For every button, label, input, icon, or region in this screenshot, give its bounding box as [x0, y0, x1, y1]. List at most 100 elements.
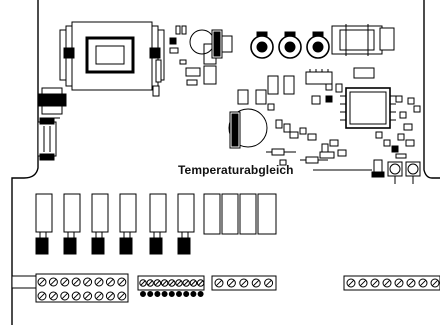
terminal-screw — [239, 278, 249, 288]
terminal-screw-slot — [147, 280, 153, 286]
terminal-screw — [105, 277, 115, 287]
terminal-screw — [37, 277, 47, 287]
terminal-screw — [71, 291, 81, 301]
terminal-screw-slot — [240, 279, 247, 287]
terminal-screw — [168, 279, 176, 287]
microcontroller — [340, 87, 396, 129]
terminal-pin — [161, 291, 168, 297]
terminal-screw — [60, 277, 70, 287]
terminal-pin — [140, 291, 146, 297]
housing-outline — [11, 0, 440, 325]
terminal-screw — [139, 279, 147, 287]
terminal-screw-slot — [176, 280, 182, 286]
terminal-pin — [197, 291, 204, 297]
relay-varistors — [35, 232, 191, 255]
terminal-screw-slot — [84, 292, 91, 300]
terminal-screw-slot — [265, 279, 272, 287]
trimmer-potentiometers — [250, 31, 330, 59]
terminal-screw-slot — [253, 279, 260, 287]
terminal-screw — [358, 278, 368, 288]
terminal-screw — [71, 277, 81, 287]
control-ics — [237, 67, 375, 111]
terminal-screw-slot — [61, 292, 68, 300]
terminal-pin — [176, 291, 182, 297]
terminal-pin — [190, 291, 197, 297]
terminal-screw-slot — [118, 292, 125, 300]
terminal-screw — [226, 278, 236, 288]
terminal-screw-slot — [228, 279, 235, 287]
terminal-screw — [418, 278, 428, 288]
terminal-screw-slot — [73, 292, 80, 300]
terminal-screw-slot — [359, 279, 367, 287]
terminal-screw-slot — [118, 278, 125, 286]
fuse — [37, 117, 57, 161]
electrolytic-capacitors — [189, 29, 268, 149]
terminal-screw — [48, 277, 58, 287]
terminal-screw — [160, 279, 169, 287]
terminal-screw-slot — [162, 280, 168, 286]
terminal-screw — [83, 277, 93, 287]
terminal-screw — [94, 291, 104, 301]
terminal-screw-slot — [154, 280, 160, 286]
terminal-pin — [147, 291, 154, 297]
terminal-screw-slot — [419, 279, 427, 287]
terminal-pin — [154, 291, 161, 297]
terminal-screw — [117, 277, 127, 287]
terminal-screw — [370, 278, 380, 288]
terminal-block-right — [343, 275, 440, 291]
terminal-screw — [146, 279, 154, 287]
terminal-screw — [251, 278, 261, 288]
terminal-screw — [94, 277, 104, 287]
terminal-screw-slot — [215, 279, 223, 287]
terminal-screw-slot — [347, 279, 355, 287]
terminal-screw — [175, 279, 183, 287]
terminal-screw-slot — [383, 279, 391, 287]
temperature-calibration-label: Temperaturabgleich — [178, 163, 294, 177]
terminal-screw-slot — [107, 292, 114, 300]
smd-components — [375, 95, 421, 159]
terminal-screw-slot — [50, 292, 57, 300]
power-connector — [37, 87, 67, 119]
power-relays — [203, 193, 277, 235]
terminal-screw-slot — [371, 279, 379, 287]
terminal-screw — [346, 278, 356, 288]
terminal-pin — [183, 291, 190, 297]
terminal-screw-slot — [190, 280, 196, 286]
terminal-screw — [394, 278, 404, 288]
terminal-screw — [83, 291, 93, 301]
terminal-screw-slot — [431, 279, 439, 287]
terminal-screw-slot — [50, 278, 57, 286]
relays — [35, 193, 195, 233]
transformer — [59, 21, 165, 97]
terminal-screw — [214, 278, 224, 288]
terminal-screw — [182, 279, 190, 287]
terminal-screw — [60, 291, 70, 301]
terminal-screw — [189, 279, 198, 287]
terminal-screw-slot — [95, 292, 103, 300]
temperature-calibration-trimmer — [387, 161, 421, 184]
terminal-screw — [264, 278, 274, 288]
terminal-screw — [37, 291, 47, 301]
terminal-screw — [430, 278, 440, 288]
terminal-screw-slot — [95, 278, 103, 286]
terminal-screw-slot — [395, 279, 403, 287]
terminal-screw-slot — [107, 278, 114, 286]
terminal-screw — [48, 291, 58, 301]
terminal-screw-slot — [84, 278, 91, 286]
terminal-screw-slot — [38, 278, 46, 286]
terminal-screw-slot — [140, 280, 146, 286]
terminal-screw-slot — [38, 292, 46, 300]
terminal-screw — [105, 291, 115, 301]
terminal-screw — [117, 291, 127, 301]
terminal-screw — [406, 278, 416, 288]
top-small-components — [169, 25, 217, 86]
terminal-screw-slot — [183, 280, 189, 286]
passive-components — [266, 119, 385, 178]
terminal-screw — [196, 279, 205, 287]
terminal-pin — [168, 291, 175, 297]
terminal-screw-slot — [198, 280, 204, 286]
terminal-screw-slot — [61, 278, 68, 286]
terminal-screw-slot — [73, 278, 80, 286]
terminal-screw-slot — [407, 279, 415, 287]
